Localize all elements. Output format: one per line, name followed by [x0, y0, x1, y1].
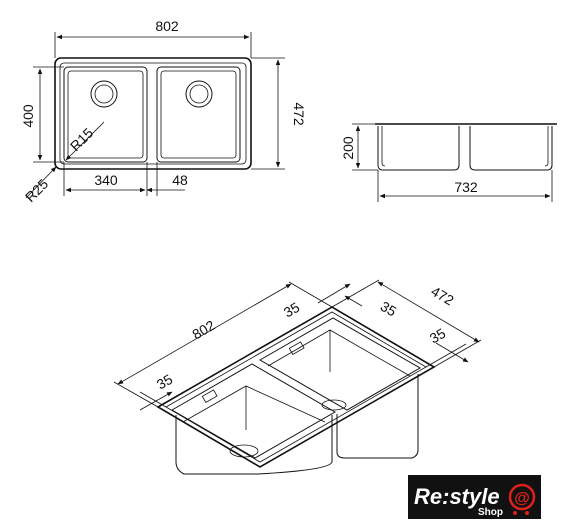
left-bowl: [63, 66, 148, 163]
right-bowl: [156, 66, 241, 163]
leader-r15: [65, 121, 105, 161]
side-left-bowl-inner: [381, 126, 386, 167]
iso-right-bowl-back: [267, 329, 411, 377]
dim-label-iso-flange-right: 35: [427, 325, 449, 347]
dim-line-iso-35-right: [435, 342, 469, 363]
ext-line: [288, 281, 333, 308]
left-drain-inner: [94, 84, 114, 104]
iso-left-bowl-rim: [170, 363, 337, 459]
brand-logo: Re:style Shop @: [408, 475, 541, 519]
ext-line: [113, 381, 159, 408]
iso-right-bowl-body: [336, 374, 419, 459]
dim-label-depth: 200: [340, 136, 356, 160]
logo-sub-text: Shop: [478, 507, 503, 518]
dim-label-divider: 48: [172, 172, 188, 188]
logo-at-icon: [508, 483, 536, 511]
dim-label-outer-radius: R25: [22, 175, 52, 205]
dim-line-iso-472: [377, 281, 480, 343]
dim-label-bottom-width: 732: [454, 179, 478, 195]
dim-line-iso-35-top-b: [344, 295, 363, 307]
logo-brand-text: Re:style: [414, 484, 500, 509]
right-drain-inner: [189, 84, 209, 104]
right-drain-icon: [185, 80, 213, 108]
left-drain-icon: [90, 80, 118, 108]
iso-right-bowl-rim: [258, 317, 422, 411]
iso-view: 802 35 35 35 472 35: [113, 279, 482, 475]
dim-label-inner-radius: R15: [67, 124, 97, 154]
side-right-bowl-inner: [544, 126, 549, 167]
iso-right-overflow-icon: [288, 341, 305, 356]
dim-label-iso-flange-top-a: 35: [281, 299, 303, 321]
left-bowl-inner: [67, 70, 144, 159]
dim-label-iso-width: 472: [428, 283, 456, 309]
logo-at-glyph: @: [514, 490, 530, 507]
cart-wheel-icon: [525, 511, 529, 515]
side-right-bowl: [469, 126, 553, 171]
iso-left-overflow-icon: [201, 389, 218, 404]
ext-line: [433, 339, 482, 368]
iso-left-bowl-body: [175, 415, 333, 475]
dim-label-iso-length: 802: [189, 317, 217, 343]
top-view-outline: [54, 57, 252, 170]
ext-line: [139, 391, 167, 408]
dim-label-iso-flange-top-b: 35: [378, 298, 400, 320]
cart-wheel-icon: [513, 511, 517, 515]
side-view: 200 732: [340, 123, 557, 202]
dim-line-iso-802: [117, 283, 292, 385]
side-left-bowl: [377, 126, 460, 171]
dim-label-height: 472: [291, 102, 307, 126]
right-bowl-inner: [160, 70, 237, 159]
logo-background: [408, 475, 541, 519]
dim-label-width: 802: [155, 18, 179, 34]
dim-line-iso-35-top-a: [317, 283, 351, 304]
dim-label-bowl-width: 340: [94, 172, 118, 188]
iso-left-drain-icon: [229, 444, 259, 458]
leader-r25: [25, 166, 57, 199]
ext-line: [331, 279, 380, 308]
dim-label-bowl-height: 400: [20, 104, 36, 128]
top-view-flange-inner: [59, 62, 247, 165]
dim-line-iso-35-left: [139, 391, 173, 411]
top-view: 802 472 400 340 48 R15 R25: [20, 18, 307, 205]
iso-right-drain-icon: [321, 399, 347, 411]
dim-label-iso-flange-left: 35: [154, 371, 176, 393]
ext-line: [425, 343, 467, 368]
